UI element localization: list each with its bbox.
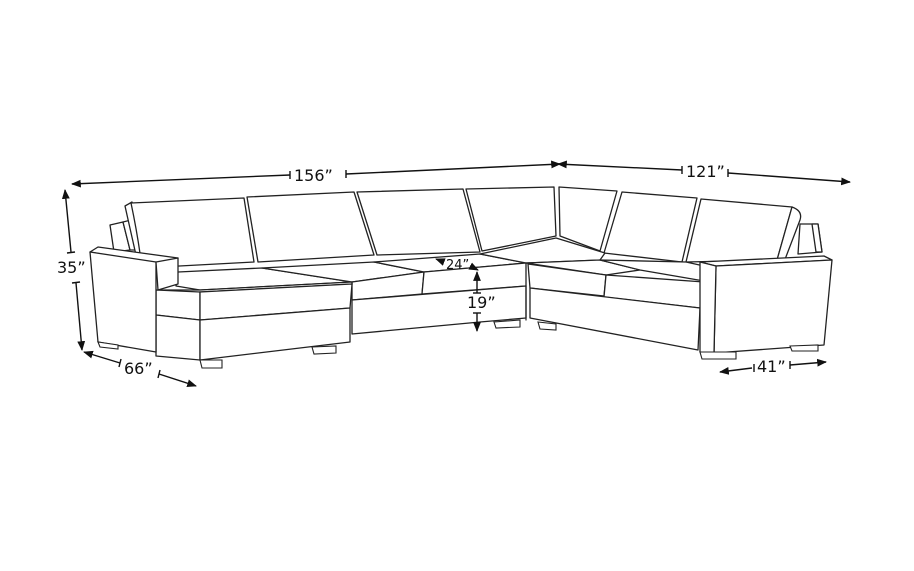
dimension-left-width: 156” bbox=[71, 160, 561, 188]
right-back-side-panel bbox=[776, 206, 802, 263]
foot bbox=[537, 321, 557, 331]
dimension-label-left-width: 156” bbox=[294, 166, 333, 185]
seat-top-corner bbox=[479, 237, 606, 264]
foot bbox=[199, 359, 223, 369]
dimension-right-depth: 41” bbox=[719, 357, 827, 376]
dimension-label-right-width: 121” bbox=[686, 162, 725, 181]
dimension-annotations: 156” 121” 35” 66” bbox=[57, 160, 851, 388]
foot bbox=[311, 345, 337, 355]
sofa-base bbox=[351, 285, 701, 351]
left-front-arm bbox=[89, 246, 179, 353]
chaise-base-front bbox=[155, 314, 201, 361]
back-cushions bbox=[130, 186, 793, 269]
left-arm-side bbox=[155, 257, 179, 291]
right-back-arm bbox=[797, 223, 823, 255]
base-front-middle bbox=[351, 285, 527, 335]
dimension-label-right-depth: 41” bbox=[757, 357, 786, 376]
sofa-feet bbox=[97, 319, 819, 369]
dimension-label-seat-height: 19” bbox=[467, 293, 496, 312]
dimension-chaise-depth: 66” bbox=[83, 350, 197, 388]
dimension-right-width: 121” bbox=[557, 160, 851, 186]
foot bbox=[789, 344, 819, 352]
dimension-label-seat-depth: 24” bbox=[446, 258, 469, 273]
back-cushion-3 bbox=[356, 188, 481, 256]
back-cushion-4 bbox=[465, 186, 557, 252]
back-cushion-7 bbox=[685, 198, 793, 263]
dimension-seat-depth: 24” bbox=[435, 258, 479, 273]
back-cushion-1 bbox=[130, 197, 255, 269]
foot bbox=[493, 319, 521, 329]
dimension-seat-height: 19” bbox=[467, 271, 496, 332]
chaise-base-side bbox=[199, 307, 351, 361]
back-cushion-6 bbox=[603, 191, 698, 263]
left-arm-front bbox=[89, 251, 157, 353]
foot bbox=[699, 351, 737, 360]
dimension-height: 35” bbox=[57, 189, 86, 351]
base-front-right bbox=[529, 287, 701, 351]
right-arm-front bbox=[713, 259, 833, 354]
back-cushion-2 bbox=[246, 191, 375, 263]
foot bbox=[97, 341, 119, 350]
right-front-arm bbox=[699, 255, 833, 354]
right-arm-side bbox=[699, 261, 717, 354]
sofa-drawing bbox=[89, 186, 833, 369]
dimension-label-chaise-depth: 66” bbox=[124, 359, 153, 378]
dimension-label-height: 35” bbox=[57, 258, 86, 277]
